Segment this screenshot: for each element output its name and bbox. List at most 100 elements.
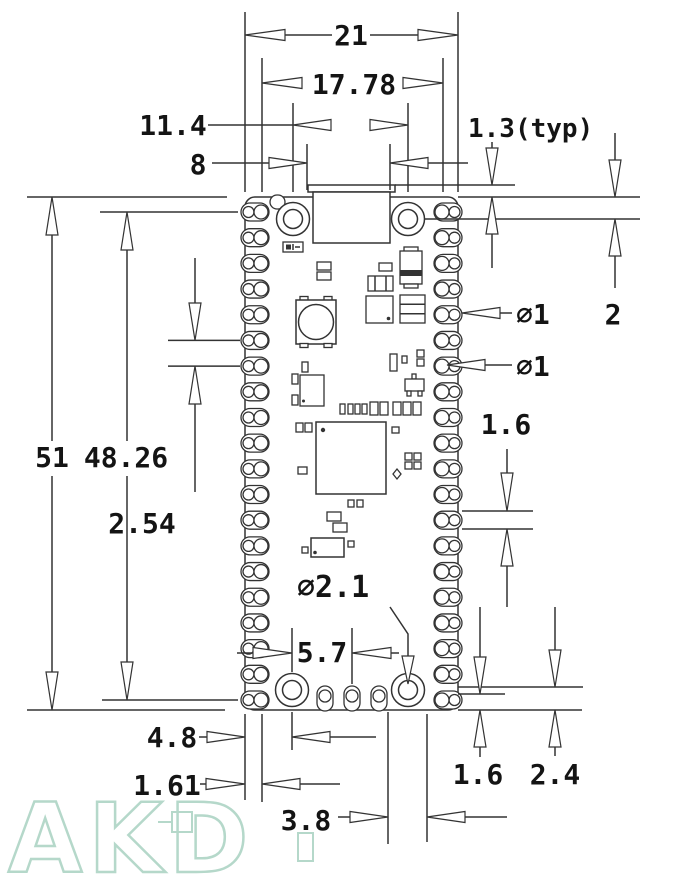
pad-castellation-hole: [448, 334, 461, 347]
pad-through-hole: [434, 486, 450, 503]
pad-castellation-hole: [448, 668, 461, 681]
pad-through-hole: [253, 281, 269, 297]
pad-through-hole: [434, 563, 450, 580]
pad-castellation-hole: [448, 411, 461, 424]
extension-lines: [27, 12, 640, 844]
pad-castellation-hole: [242, 565, 255, 578]
pad-through-hole: [434, 615, 450, 631]
pad-through-hole: [434, 461, 450, 477]
capacitor: [367, 275, 394, 292]
pad-through-hole: [253, 512, 269, 528]
debug-pad-hole: [318, 689, 332, 703]
dim-label-pad-hole-dia-b: ∅1: [516, 350, 550, 383]
dim-label-pad-span-height: 48.26: [84, 441, 168, 474]
dim-label-slot-width: 3.8: [281, 804, 332, 837]
dimension-2: 2: [605, 133, 622, 331]
pad-through-hole: [434, 512, 450, 528]
pad-castellation-hole: [448, 642, 461, 655]
pad-through-hole: [253, 204, 269, 220]
pad-through-hole: [434, 281, 450, 297]
pad-castellation-hole: [242, 308, 255, 321]
dimension-pad-height: 1.6: [481, 408, 532, 607]
mounting-hole: [397, 208, 419, 230]
pad-through-hole: [253, 666, 269, 682]
pad-through-hole: [253, 409, 269, 426]
pad-castellation-hole: [242, 411, 255, 424]
dimension-17-78: 17.78: [261, 68, 444, 101]
pad-castellation-hole: [242, 616, 255, 630]
bootsel-button: [295, 295, 337, 349]
pad-castellation-hole: [242, 334, 255, 347]
diode: [399, 246, 423, 289]
dimension-pad-hole-dia-a: ∅1: [461, 298, 550, 331]
pad-castellation-hole: [242, 437, 255, 450]
pad-castellation-hole: [448, 565, 461, 578]
pad-castellation-hole: [448, 205, 461, 219]
pad-castellation-hole: [242, 488, 255, 501]
pad-castellation-hole: [242, 205, 255, 219]
dimension-corner-pad-long: 2.4: [530, 607, 581, 791]
dim-label-hole-x-offset: 4.8: [147, 721, 198, 754]
pad-castellation-hole: [448, 539, 461, 553]
edge-pads-right: [433, 202, 463, 710]
sot23-transistor: [404, 373, 425, 397]
pad-castellation-hole: [242, 693, 255, 707]
pad-castellation-hole: [448, 257, 461, 270]
crystal: [301, 537, 355, 558]
pad-castellation-hole: [448, 437, 461, 450]
pad-through-hole: [434, 589, 450, 605]
pad-castellation-hole: [448, 591, 461, 604]
pad-castellation-hole: [448, 231, 461, 244]
pad-castellation-hole: [242, 668, 255, 681]
dim-label-corner-pad-long: 2.4: [530, 758, 581, 791]
led: [282, 241, 304, 253]
pad-through-hole: [253, 589, 269, 605]
pad-through-hole: [434, 384, 450, 400]
top-edge-pad: [269, 194, 286, 210]
dim-label-board-width: 21: [334, 19, 368, 52]
pad-through-hole: [253, 332, 269, 349]
debug-pad-hole: [372, 689, 386, 703]
dim-label-hole-span: 11.4: [139, 109, 206, 142]
pad-castellation-hole: [448, 462, 461, 475]
mounting-hole: [281, 679, 303, 701]
watermark-trace-icon: [297, 832, 314, 862]
pad-through-hole: [434, 307, 450, 323]
pad-castellation-hole: [242, 231, 255, 244]
regulator-ic: [365, 295, 394, 324]
dim-label-pad-height: 1.6: [481, 408, 532, 441]
pad-through-hole: [434, 666, 450, 682]
stacked-caps: [399, 294, 426, 324]
debug-pads: [316, 685, 388, 712]
pad-through-hole: [253, 384, 269, 400]
watermark: AKD: [7, 782, 314, 880]
board: [240, 184, 463, 712]
pad-castellation-hole: [242, 514, 255, 527]
pad-through-hole: [253, 615, 269, 631]
lower-passives: [326, 499, 364, 533]
passive-components: [316, 261, 393, 281]
pad-through-hole: [434, 692, 450, 708]
pad-castellation-hole: [242, 282, 255, 296]
pad-through-hole: [434, 358, 450, 374]
dim-label-corner-pad-short: 1.6: [453, 758, 504, 791]
rp2040-chip: [295, 421, 422, 495]
pad-through-hole: [434, 435, 450, 451]
pad-castellation-hole: [448, 385, 461, 398]
pad-through-hole: [434, 538, 450, 554]
dim-label-pad-hole-dia-a: ∅1: [516, 298, 550, 331]
dim-label-pad-pitch: 2.54: [108, 507, 175, 540]
pad-castellation-hole: [448, 488, 461, 501]
mounting-hole: [282, 208, 304, 230]
dimension-48-26: 48.26: [84, 211, 168, 701]
pad-through-hole: [434, 640, 450, 657]
dim-label-debug-offset: 5.7: [297, 636, 348, 669]
pad-through-hole: [434, 255, 450, 272]
pad-through-hole: [253, 538, 269, 554]
mounting-holes: [274, 201, 426, 708]
dimension-5-7: 5.7: [237, 636, 399, 669]
usb-connector: [307, 184, 396, 244]
dimension-1-3-typ: 1.3(typ): [468, 114, 593, 268]
